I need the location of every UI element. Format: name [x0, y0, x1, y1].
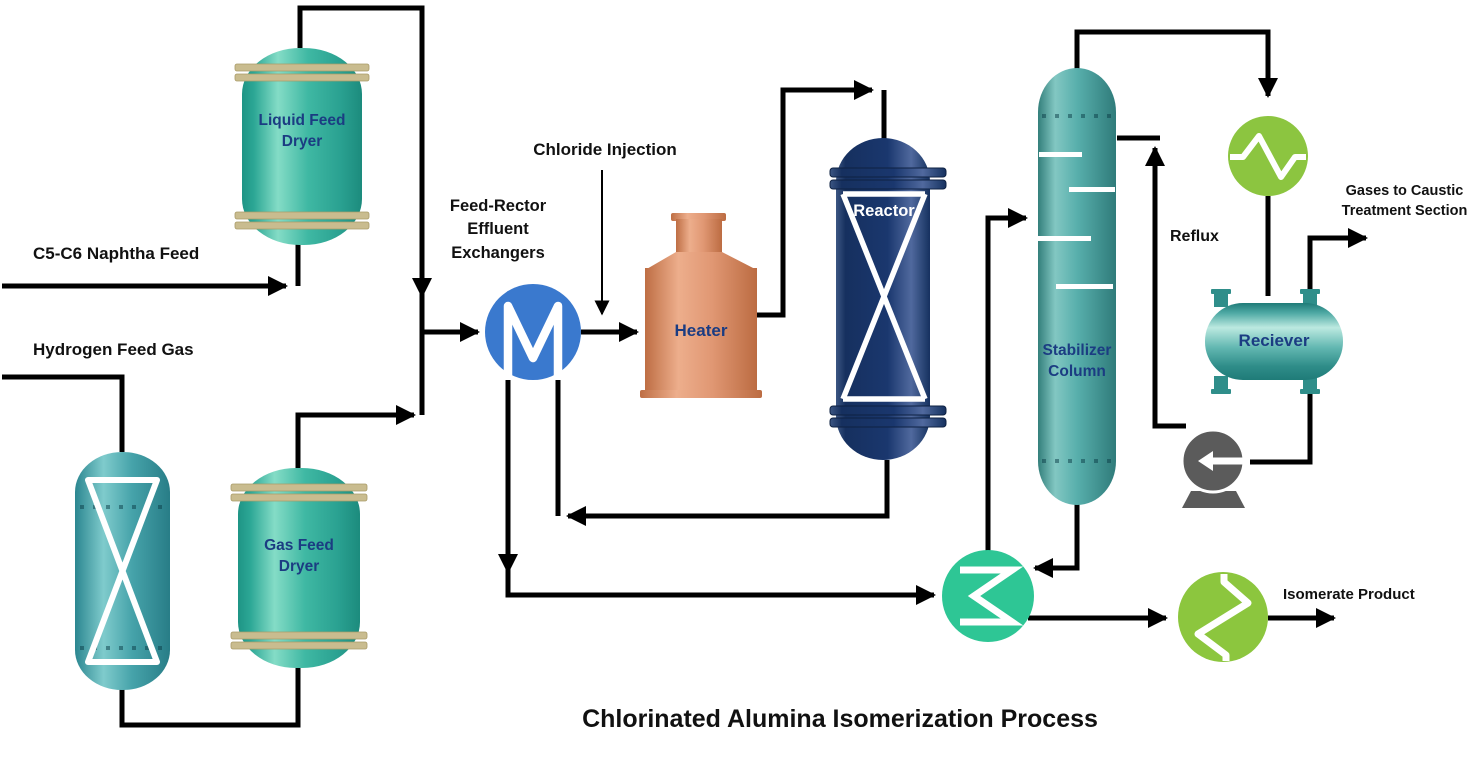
pipe-heater-to-reactor — [757, 80, 874, 318]
stabilizer-column-vessel — [1038, 68, 1116, 505]
pipe-liquid-dryer-overhead — [297, 5, 425, 415]
liquid-feed-dryer-vessel — [234, 48, 370, 245]
reactor-vessel — [829, 138, 947, 460]
pipe-column-bottoms — [1033, 502, 1080, 578]
heater-label: Heater — [674, 321, 728, 340]
packing-x-icon — [85, 477, 160, 665]
pipe-hydrogen-feed — [2, 374, 125, 452]
catalyst-bed-x-icon — [840, 191, 928, 402]
diagram-title: Chlorinated Alumina Isomerization Proces… — [582, 705, 1098, 733]
reflux-label: Reflux — [1170, 228, 1219, 245]
receiver-label: Reciever — [1238, 331, 1310, 350]
reactor-label: Reactor — [853, 202, 915, 220]
gases-to-caustic-label: Gases to Caustic Treatment Section — [1341, 183, 1468, 219]
pipe-reboiler-to-column-feed — [985, 208, 1028, 552]
heater-vessel — [640, 213, 762, 398]
pipe-exchanger-to-reboiler — [505, 372, 936, 605]
feed-bottoms-exchanger-symbol — [942, 550, 1034, 642]
liquid-feed-dryer-label: Liquid Feed Dryer — [258, 112, 346, 150]
m-exchanger-icon — [503, 301, 563, 380]
exchangers-label: Feed-Rector Effluent Exchangers — [449, 197, 547, 262]
receiver-vessel — [1205, 289, 1343, 394]
naphtha-feed-label: C5-C6 Naphtha Feed — [33, 244, 200, 263]
stabilizer-column-label: Stabilizer Column — [1042, 342, 1112, 380]
pipe-xvessel-to-gas-dryer — [119, 668, 301, 728]
pump-icon — [1198, 451, 1244, 471]
pipe-gas-dryer-overhead — [295, 405, 416, 470]
isomerate-product-label: Isomerate Product — [1283, 586, 1415, 603]
gas-feed-dryer-label: Gas Feed Dryer — [264, 537, 334, 575]
gas-feed-dryer-vessel — [230, 468, 368, 668]
overhead-condenser-symbol — [1228, 116, 1308, 196]
pipe-network — [2, 5, 1368, 728]
zigzag-exchanger-icon — [1194, 574, 1252, 661]
chloride-injection-label: Chloride Injection — [533, 140, 677, 159]
sigma-exchanger-icon — [960, 566, 1024, 626]
pipe-reflux-riser — [1145, 146, 1186, 429]
zigzag-exchanger-icon — [1230, 133, 1306, 180]
reflux-pump-symbol — [1180, 428, 1246, 508]
pipe-column-overhead — [1074, 29, 1278, 98]
column-trays — [1038, 152, 1115, 289]
pipe-reactor-effluent — [566, 460, 890, 526]
pipe-receiver-gas-out — [1307, 228, 1368, 296]
hydrogen-feed-label: Hydrogen Feed Gas — [33, 340, 194, 359]
pipe-receiver-to-pump — [1250, 388, 1313, 465]
product-cooler-symbol — [1178, 572, 1268, 662]
hydrogen-dryer-vessel — [75, 452, 170, 690]
feed-effluent-exchanger-symbol — [485, 284, 581, 380]
